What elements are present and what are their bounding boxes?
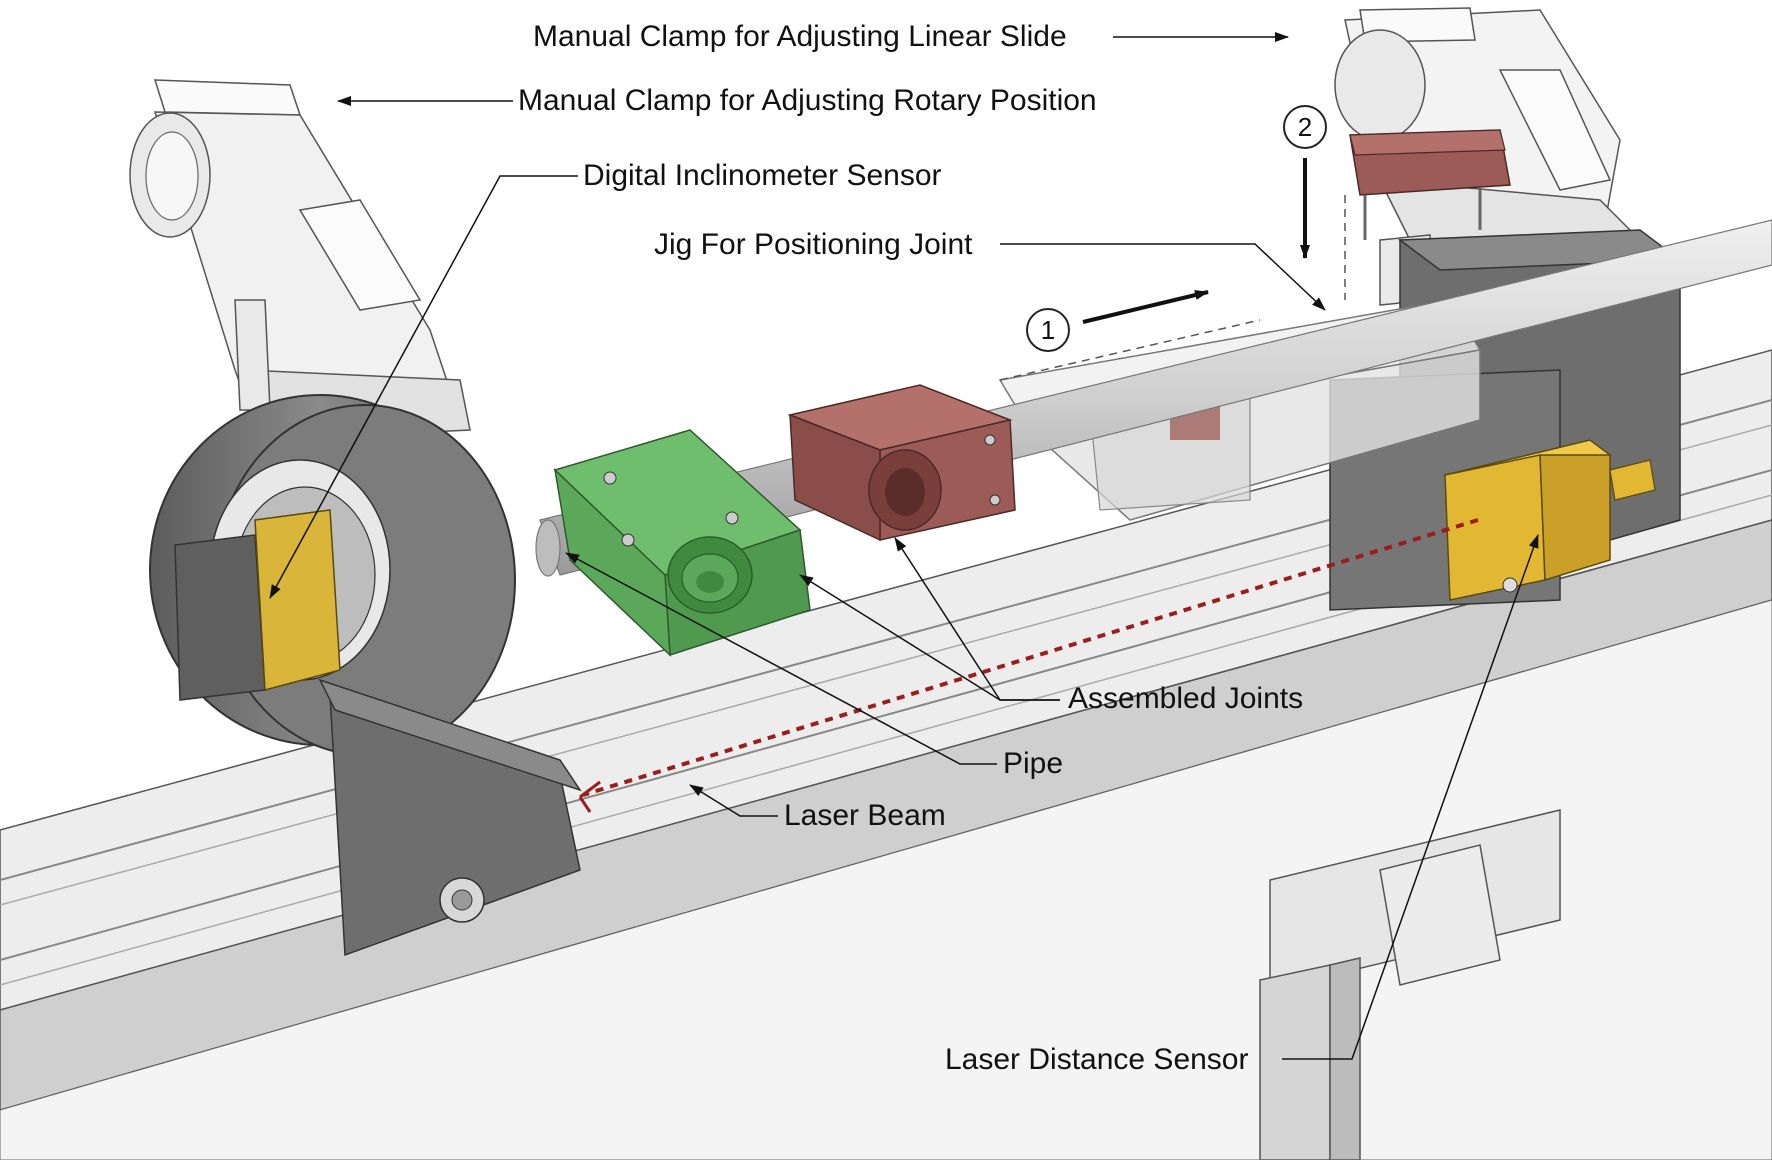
label-laser-beam: Laser Beam (784, 799, 946, 832)
label-assembled-joints: Assembled Joints (1068, 682, 1304, 715)
label-pipe: Pipe (1003, 747, 1064, 780)
green-joint (553, 429, 811, 657)
label-inclinometer: Digital Inclinometer Sensor (583, 159, 942, 192)
label-laser-distance-sensor: Laser Distance Sensor (945, 1043, 1249, 1076)
leader-lines (269, 32, 1539, 1060)
laser-distance-sensor (1443, 439, 1656, 601)
rotary-clamp (129, 79, 471, 441)
label-rotary-clamp: Manual Clamp for Adjusting Rotary Positi… (518, 84, 1097, 117)
step-1-guide (999, 319, 1261, 381)
red-joint (787, 384, 1016, 542)
label-jig: Jig For Positioning Joint (654, 228, 973, 261)
label-linear-slide-clamp: Manual Clamp for Adjusting Linear Slide (533, 20, 1067, 53)
rotary-ring (149, 394, 582, 957)
step-1-arrow (1082, 290, 1209, 324)
step-1-marker: 1 (1026, 308, 1070, 352)
jig-top-part (1349, 129, 1511, 240)
laser-beam (578, 518, 1479, 813)
step-2-marker: 2 (1283, 105, 1327, 149)
